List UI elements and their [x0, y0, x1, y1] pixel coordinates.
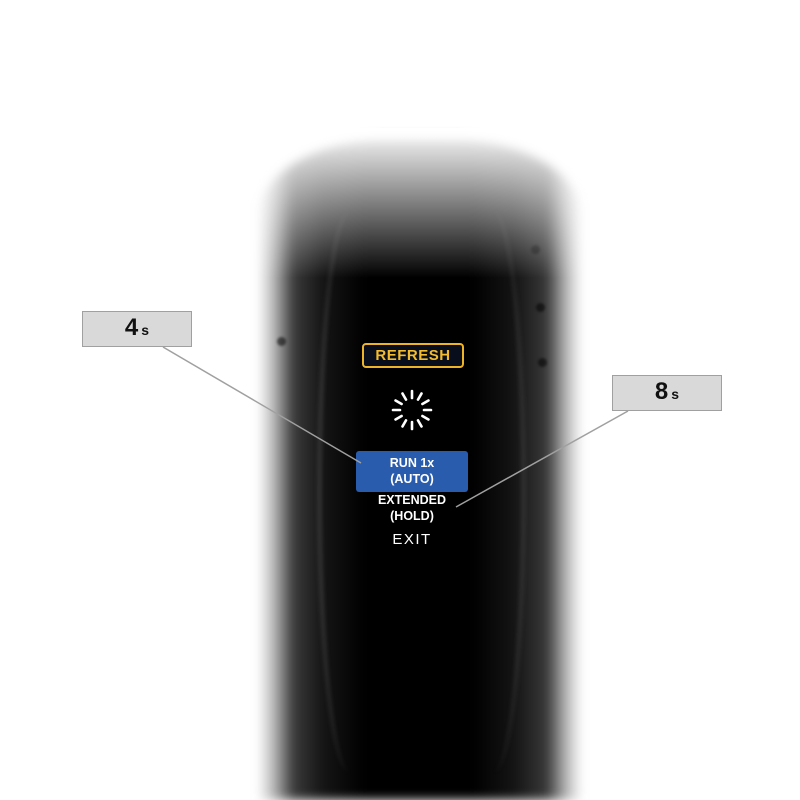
- loading-spinner-icon: [391, 389, 433, 431]
- menu-option-run-auto[interactable]: RUN 1x (AUTO): [356, 451, 468, 492]
- device-seam-left: [318, 212, 381, 772]
- side-detail-dot: [536, 303, 545, 312]
- side-detail-dot: [538, 358, 547, 367]
- callout-8s-value: 8: [654, 378, 669, 405]
- callout-8s-unit: s: [671, 386, 680, 402]
- menu-option-run-line2: (AUTO): [390, 472, 434, 487]
- menu-option-extended-line2: (HOLD): [390, 509, 434, 524]
- menu-option-run-line1: RUN 1x: [389, 456, 435, 470]
- callout-8s: 8 s: [612, 375, 722, 411]
- menu-option-exit[interactable]: EXIT: [392, 531, 432, 548]
- device-seam-right: [462, 212, 525, 772]
- callout-4s: 4 s: [82, 311, 192, 347]
- callout-4s-unit: s: [141, 322, 150, 338]
- menu-option-extended-hold[interactable]: EXTENDED (HOLD): [356, 492, 468, 525]
- device-top-fade: [236, 128, 604, 278]
- menu-option-extended-line1: EXTENDED: [377, 493, 447, 507]
- callout-4s-value: 4: [124, 314, 139, 341]
- refresh-title-badge: REFRESH: [362, 343, 464, 368]
- side-detail-dot: [277, 337, 286, 346]
